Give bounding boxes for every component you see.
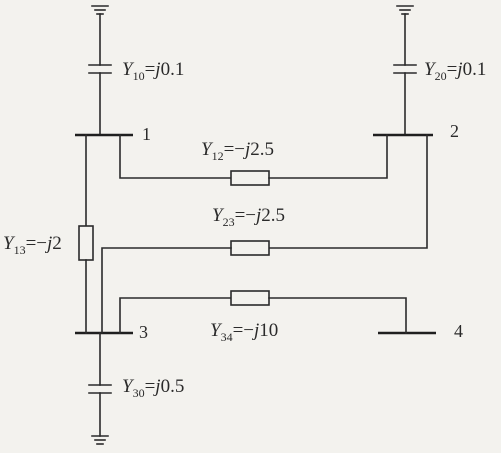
admittance-label-y23: Y23=−j2.5 (212, 205, 286, 229)
capacitor-icon (88, 64, 112, 74)
resistor-icon (230, 290, 270, 306)
line-3-4 (119, 290, 407, 334)
bus-4-label: 4 (454, 321, 463, 341)
admittance-label-y10: Y10=j0.1 (122, 59, 185, 83)
admittance-label-y20: Y20=j0.1 (424, 59, 487, 83)
ground-icon (91, 5, 109, 15)
line-1-3 (78, 134, 94, 334)
admittance-label-y13: Y13=−j2 (3, 233, 62, 257)
resistor-icon (230, 170, 270, 186)
ground-icon (91, 435, 109, 445)
resistor-icon (78, 225, 94, 261)
line-2-3 (101, 134, 428, 334)
capacitor-icon (393, 64, 417, 74)
capacitor-icon (88, 384, 112, 394)
admittance-label-y30: Y30=j0.5 (122, 376, 185, 400)
bus-3-label: 3 (139, 322, 148, 342)
bus-1-label: 1 (142, 124, 151, 144)
admittance-label-y12: Y12=−j2.5 (201, 139, 275, 163)
bus-2-label: 2 (450, 121, 459, 141)
resistor-icon (230, 240, 270, 256)
admittance-label-y34: Y34=−j10 (210, 320, 279, 344)
line-1-2 (119, 134, 388, 186)
ground-icon (396, 5, 414, 15)
